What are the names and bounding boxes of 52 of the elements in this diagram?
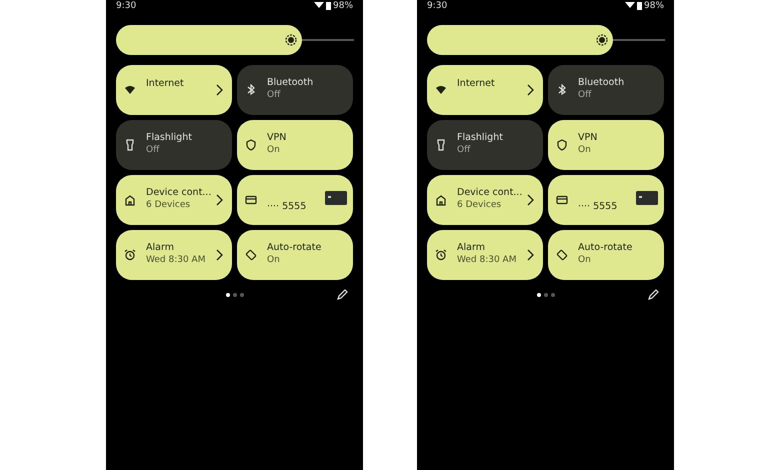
tile-title: Internet xyxy=(457,78,495,89)
tile-status: Off xyxy=(267,90,280,100)
brightness-slider xyxy=(427,25,613,55)
tile-status: On xyxy=(578,145,591,155)
quick-settings-tile xyxy=(116,65,232,115)
quick-settings-tile xyxy=(116,120,232,170)
quick-settings-tile xyxy=(427,65,543,115)
tile-title: Alarm xyxy=(146,242,174,253)
tile-title: Auto-rotate xyxy=(267,242,322,253)
status-time: 9:30 xyxy=(116,1,136,11)
tile-title: Alarm xyxy=(457,242,485,253)
tile-title: Device cont... xyxy=(146,187,212,198)
quick-settings-tile xyxy=(427,175,543,225)
tile-status: Off xyxy=(457,145,470,155)
battery-level: 98% xyxy=(644,1,664,11)
tile-title: Flashlight xyxy=(457,132,503,143)
quick-settings-tile xyxy=(427,230,543,280)
quick-settings-tile xyxy=(427,120,543,170)
tile-status: 6 Devices xyxy=(457,200,502,210)
tile-title: Bluetooth xyxy=(267,77,314,88)
quick-settings-tile xyxy=(237,175,353,225)
quick-settings-tile xyxy=(548,230,664,280)
tile-status: 6 Devices xyxy=(146,200,190,210)
tile-title: Flashlight xyxy=(146,132,192,143)
tile-title: Bluetooth xyxy=(578,77,624,88)
quick-settings-tile xyxy=(548,175,664,225)
tile-title: VPN xyxy=(578,132,598,143)
quick-settings-tile xyxy=(548,120,664,170)
quick-settings-tile xyxy=(237,65,353,115)
tile-title: ···· 5555 xyxy=(267,201,306,212)
status-time: 9:30 xyxy=(427,1,448,11)
tile-status: Off xyxy=(578,90,592,100)
tile-title: Device cont... xyxy=(457,187,522,198)
tile-title: ···· 5555 xyxy=(578,201,618,212)
tile-title: VPN xyxy=(267,132,286,143)
phone-screen xyxy=(417,0,674,470)
phone-screen xyxy=(106,0,363,470)
tile-status: Wed 8:30 AM xyxy=(146,255,206,265)
tile-title: Internet xyxy=(146,78,184,89)
quick-settings-tile xyxy=(116,175,232,225)
brightness-slider xyxy=(116,25,302,55)
quick-settings-tile xyxy=(237,120,353,170)
quick-settings-tile xyxy=(237,230,353,280)
tile-status: On xyxy=(578,255,591,265)
tile-status: On xyxy=(267,255,280,265)
tile-status: On xyxy=(267,145,280,155)
tile-title: Auto-rotate xyxy=(578,242,632,253)
tile-status: Wed 8:30 AM xyxy=(457,255,516,265)
quick-settings-tile xyxy=(116,230,232,280)
tile-status: Off xyxy=(146,145,160,155)
quick-settings-tile xyxy=(548,65,664,115)
battery-level: 98% xyxy=(333,1,354,11)
